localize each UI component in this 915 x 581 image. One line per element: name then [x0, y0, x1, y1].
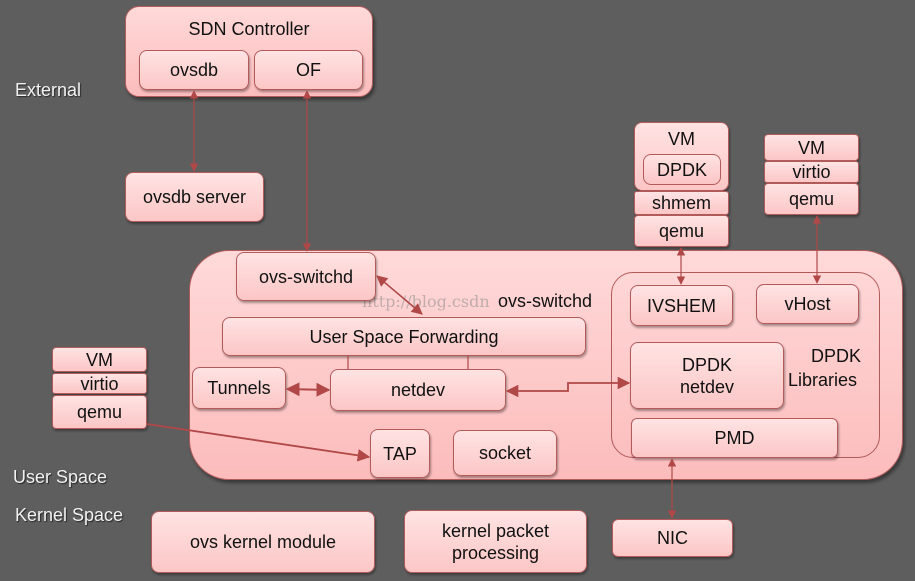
dpdk-libraries-label-line2: Libraries	[788, 370, 858, 390]
ovsdb-server-box[interactable]: ovsdb server	[125, 172, 264, 222]
watermark: http://blog.csdn	[362, 292, 490, 311]
vm-dpdk-dpdk-label: DPDK	[656, 159, 707, 180]
ivshem-box[interactable]: IVSHEM	[630, 285, 733, 326]
socket-box[interactable]: socket	[453, 430, 557, 476]
user-space-forwarding-box[interactable]: User Space Forwarding	[222, 317, 586, 356]
vm-dpdk-vm-label: VM	[668, 129, 695, 149]
vm-vhost-virtio-box[interactable]: virtio	[764, 161, 859, 183]
kernel-packet-processing-label-line1: kernel packet	[441, 520, 550, 541]
vm-dpdk-qemu-label: qemu	[658, 221, 705, 241]
ovs-kernel-module-label: ovs kernel module	[189, 532, 337, 552]
vm-dpdk-shmem-label: shmem	[651, 193, 711, 213]
vm-tap-virtio-box[interactable]: virtio	[52, 373, 147, 394]
sdn-ovsdb-box[interactable]: ovsdb	[139, 50, 249, 90]
netdev-box[interactable]: netdev	[330, 369, 506, 411]
vm-tap-virtio-label: virtio	[80, 373, 119, 394]
sdn-ovsdb-label: ovsdb	[169, 60, 219, 80]
dpdk-netdev-label-line2: netdev	[679, 376, 735, 397]
vhost-box[interactable]: vHost	[756, 284, 859, 324]
vm-dpdk-shmem-box[interactable]: shmem	[634, 191, 729, 215]
sdn-of-label: OF	[296, 60, 321, 80]
vm-dpdk-qemu-box[interactable]: qemu	[634, 215, 729, 247]
layer-label-external: External	[15, 80, 82, 100]
ivshem-label: IVSHEM	[646, 295, 716, 316]
socket-label: socket	[478, 443, 532, 463]
netdev-label: netdev	[390, 380, 446, 400]
ovs-switchd-label: ovs-switchd	[258, 266, 354, 287]
pmd-box[interactable]: PMD	[631, 418, 838, 458]
layer-label-kernel-space: Kernel Space	[15, 505, 124, 525]
tunnels-label: Tunnels	[207, 378, 271, 398]
ovs-switchd-box[interactable]: ovs-switchd	[236, 252, 376, 301]
dpdk-libraries-label-line1: DPDK	[811, 346, 862, 366]
vm-vhost-vm-box[interactable]: VM	[764, 134, 859, 161]
layer-label-user-space: User Space	[13, 467, 108, 487]
nic-box[interactable]: NIC	[612, 519, 733, 557]
vm-tap-qemu-label: qemu	[76, 402, 123, 422]
dpdk-netdev-label-line1: DPDK	[681, 354, 732, 375]
tap-label: TAP	[383, 443, 417, 464]
vm-tap-qemu-box[interactable]: qemu	[52, 395, 147, 429]
sdn-controller-title: SDN Controller	[188, 19, 310, 39]
tap-box[interactable]: TAP	[370, 429, 430, 478]
vm-vhost-qemu-label: qemu	[788, 189, 835, 209]
vm-vhost-qemu-box[interactable]: qemu	[764, 183, 859, 215]
pmd-label: PMD	[714, 428, 755, 448]
user-space-forwarding-label: User Space Forwarding	[309, 326, 499, 347]
ovs-switchd-region-label: ovs-switchd	[498, 291, 593, 311]
tunnels-box[interactable]: Tunnels	[192, 367, 286, 409]
nic-label: NIC	[657, 528, 688, 548]
sdn-of-box[interactable]: OF	[254, 50, 363, 90]
ovsdb-server-label: ovsdb server	[142, 187, 247, 207]
ovs-kernel-module-box[interactable]: ovs kernel module	[151, 511, 375, 573]
vm-dpdk-dpdk-box[interactable]: DPDK	[643, 154, 721, 185]
vhost-label: vHost	[784, 294, 831, 314]
dpdk-netdev-box[interactable]: DPDK netdev	[630, 342, 784, 409]
vm-tap-vm-box[interactable]: VM	[52, 347, 147, 372]
kernel-packet-processing-label-line2: processing	[451, 542, 540, 563]
kernel-packet-processing-box[interactable]: kernel packet processing	[404, 510, 587, 573]
vm-tap-vm-label: VM	[86, 349, 113, 370]
vm-vhost-virtio-label: virtio	[792, 162, 831, 182]
vm-vhost-vm-label: VM	[798, 137, 825, 158]
